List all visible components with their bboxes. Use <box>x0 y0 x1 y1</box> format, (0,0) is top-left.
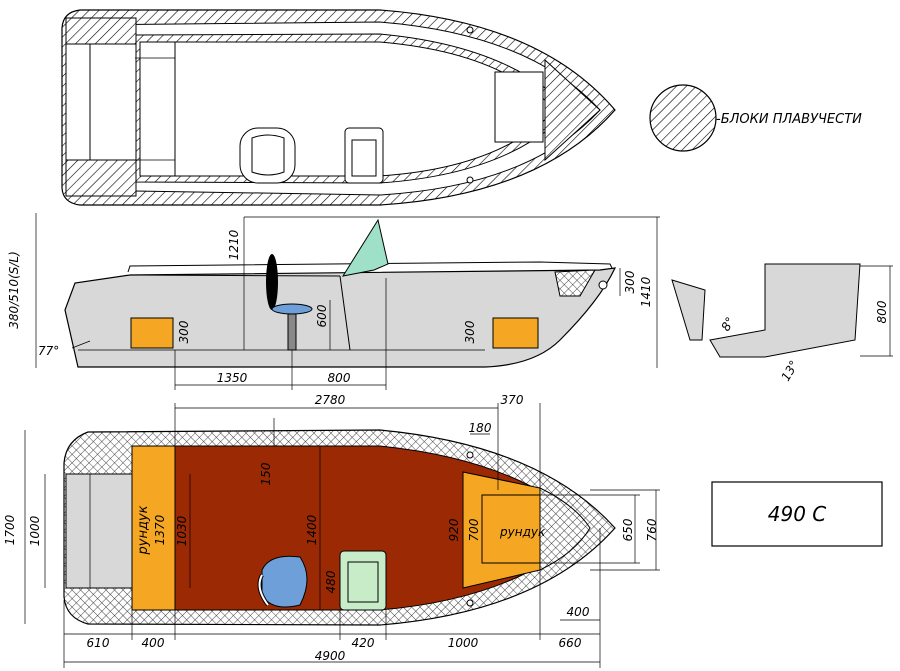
dim-transom-angle: 77° <box>38 344 59 358</box>
dim-locker-left: 300 <box>177 320 191 343</box>
dim-freeboard: 380/510(S/L) <box>7 251 21 329</box>
dim-bow-hatch-outer: 760 <box>645 518 659 541</box>
dim-rib-gap: 180 <box>469 421 492 435</box>
dim-inner-beam: 1400 <box>305 514 319 545</box>
dim-locker-depth: 1030 <box>175 515 189 546</box>
side-view <box>64 218 617 368</box>
dim-transom-height: 800 <box>875 300 889 323</box>
windshield <box>341 218 389 277</box>
dim-seat-height: 600 <box>315 304 329 327</box>
dim-side-deck: 150 <box>259 462 273 485</box>
dim-cockpit-length: 2780 <box>315 393 346 407</box>
model-box: 490 С <box>711 481 883 547</box>
legend-label: -БЛОКИ ПЛАВУЧЕСТИ <box>716 112 862 127</box>
dim-bow-hatch-w: 650 <box>621 518 635 541</box>
dim-transom-well: 1000 <box>28 515 42 546</box>
seat-side <box>271 303 313 315</box>
dim-seat-gap: 420 <box>352 636 375 650</box>
seat <box>261 555 308 608</box>
dim-console-width: 480 <box>324 570 338 593</box>
dim-bow-length: 660 <box>559 636 582 650</box>
plan-dimensions: 2780 370 180 1700 1000 1370 1030 150 140… <box>3 393 660 668</box>
dim-angle-b: 13° <box>778 358 801 383</box>
dim-seat-pos: 1350 <box>217 371 248 385</box>
dim-stern-locker: 400 <box>142 636 165 650</box>
dim-bow-offset: 370 <box>501 393 524 407</box>
dim-beam-overall: 1700 <box>3 514 17 545</box>
legend: -БЛОКИ ПЛАВУЧЕСТИ <box>649 84 862 152</box>
transom-well <box>65 473 133 589</box>
model-name: 490 С <box>768 502 827 526</box>
side-dimensions: 380/510(S/L) 77° 1210 1410 300 600 300 3… <box>7 213 660 390</box>
helm-wheel <box>266 254 278 310</box>
dim-front-locker-d: 700 <box>467 518 481 541</box>
aft-locker-label: рундук <box>136 505 151 555</box>
dim-console-pos: 800 <box>328 371 351 385</box>
fwd-locker-side <box>492 317 539 349</box>
aft-locker-side <box>130 317 174 349</box>
bottom-plan-view: рундук рундук <box>63 429 616 626</box>
transom-view: 800 8° 13° <box>671 263 893 384</box>
buoyancy-block-swatch <box>649 84 717 152</box>
dim-bow-locker: 300 <box>623 270 637 293</box>
dim-locker-width: 1370 <box>153 514 167 545</box>
aft-locker <box>131 445 176 611</box>
dim-length-overall: 4900 <box>315 649 346 663</box>
dim-console-to-bow: 1000 <box>448 636 479 650</box>
dim-angle-a: 8° <box>718 315 737 334</box>
dim-front-locker-w: 920 <box>447 518 461 541</box>
dim-stern-offset: 610 <box>87 636 110 650</box>
dim-locker-right: 300 <box>463 320 477 343</box>
top-plan-view <box>61 9 616 206</box>
dim-bow-hatch-len: 400 <box>567 605 590 619</box>
dim-total-height: 1410 <box>639 276 653 307</box>
dim-console-height: 1210 <box>227 229 241 260</box>
fwd-locker-label: рундук <box>499 525 546 539</box>
